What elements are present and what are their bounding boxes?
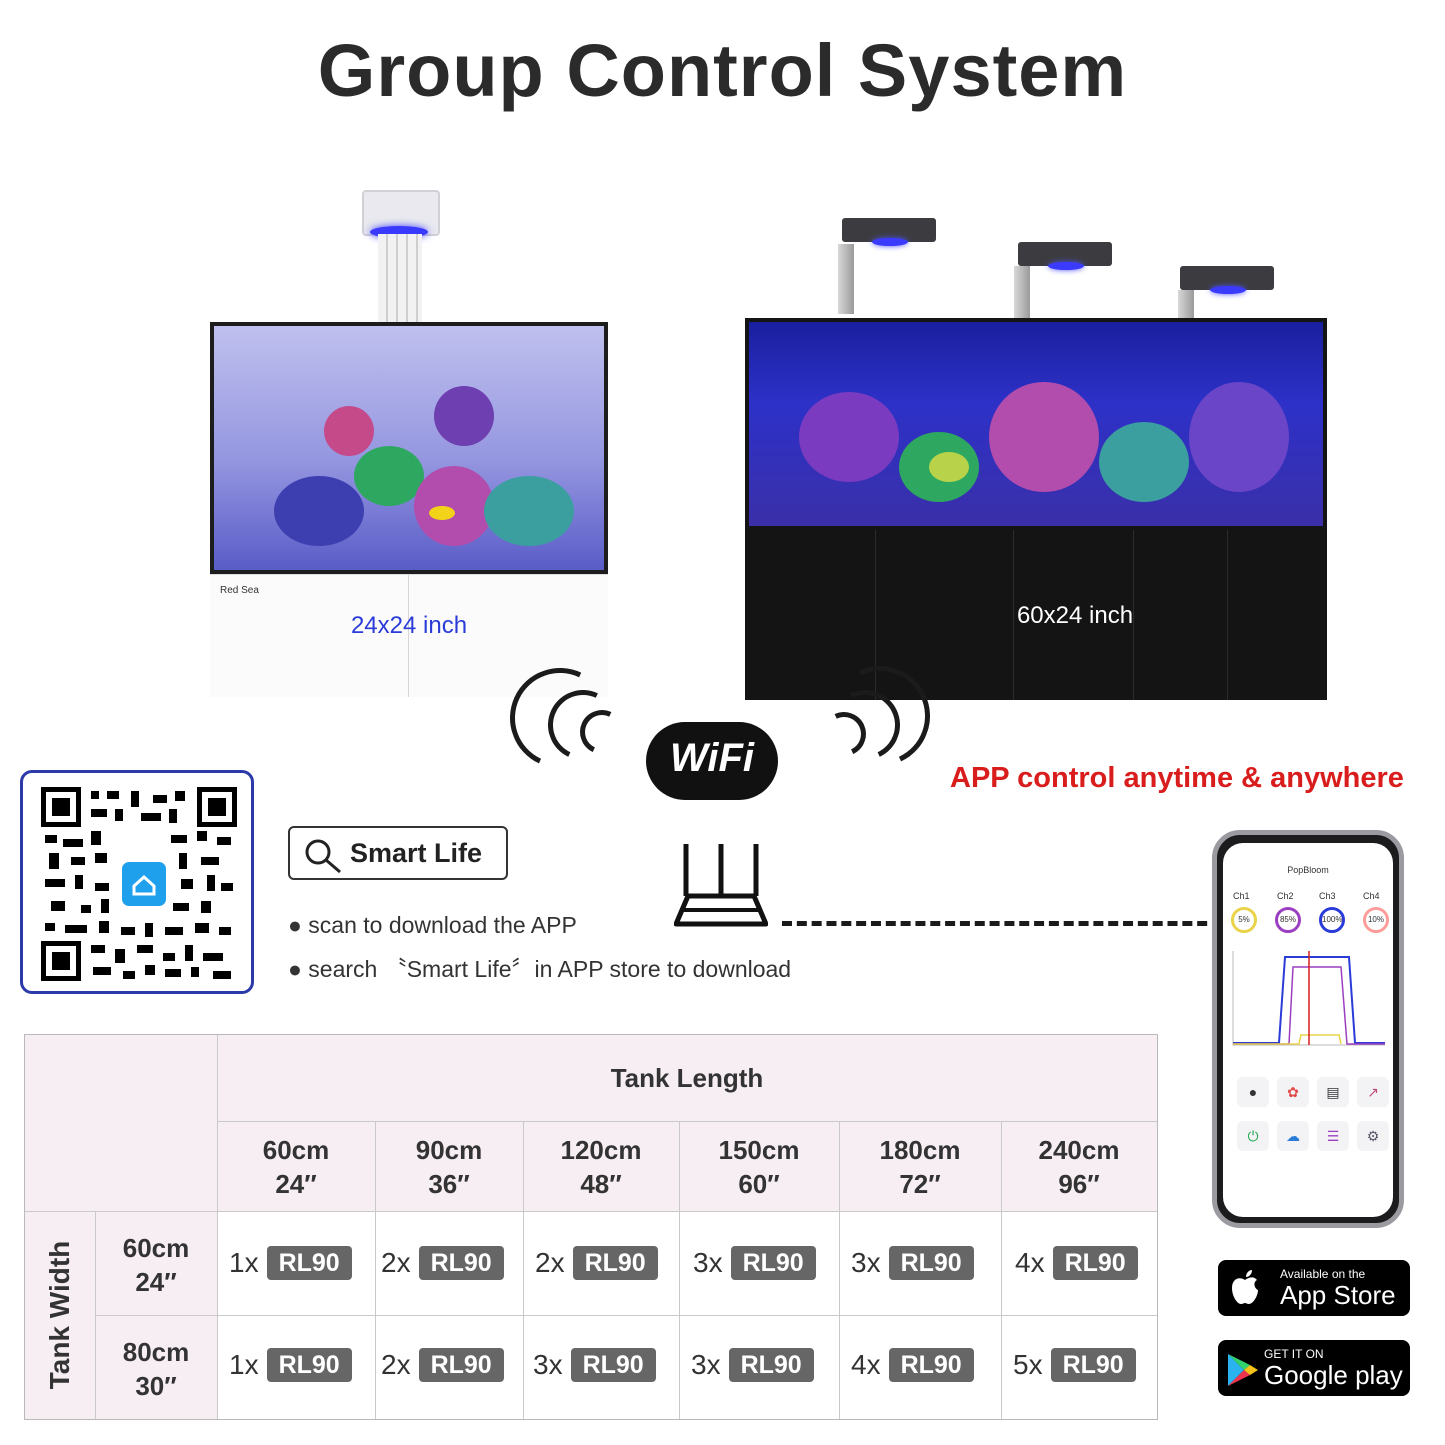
google-play-big-text: Google play [1264, 1360, 1403, 1390]
phone-mockup: PopBloom Ch1 Ch2 Ch3 Ch4 5% 85% 100% 10%… [1212, 830, 1404, 1228]
channel-ring[interactable]: 85% [1275, 907, 1301, 933]
light-mount-image [378, 234, 422, 326]
app-store-badge[interactable]: Available on the App Store [1218, 1260, 1410, 1316]
settings-icon[interactable]: ⚙ [1357, 1121, 1389, 1151]
connection-line [782, 921, 1222, 926]
moon-icon[interactable]: ● [1237, 1077, 1269, 1107]
column-group-header: Tank Length [610, 1063, 764, 1093]
aquarium-light-image [1180, 266, 1274, 294]
document-icon[interactable]: ▤ [1317, 1077, 1349, 1107]
channel-ring[interactable]: 5% [1231, 907, 1257, 933]
channel-label: Ch2 [1277, 891, 1294, 901]
apple-icon [1230, 1268, 1260, 1311]
aquarium-right-image [745, 318, 1327, 530]
smart-life-search-box[interactable]: Smart Life [288, 826, 508, 880]
page-title: Group Control System [317, 29, 1128, 112]
tank-right-size-label: 60x24 inch [1016, 602, 1134, 629]
app-store-big-text: App Store [1280, 1280, 1396, 1310]
search-label: Smart Life [350, 838, 483, 868]
tank-width-label: Tank Width [44, 1240, 75, 1390]
table-header-background [25, 1035, 1157, 1211]
coral-icon[interactable]: ✿ [1277, 1077, 1309, 1107]
channel-label: Ch3 [1319, 891, 1336, 901]
qr-pattern [41, 787, 237, 981]
channel-ring[interactable]: 100% [1319, 907, 1345, 933]
google-play-badge[interactable]: GET IT ON Google play [1218, 1340, 1410, 1396]
aquarium-light-image [1018, 242, 1112, 270]
qr-code[interactable] [20, 770, 254, 994]
cabinet-left [210, 574, 608, 697]
aquarium-light-image [362, 190, 440, 238]
cloud-icon[interactable]: ☁ [1277, 1121, 1309, 1151]
schedule-graph[interactable] [1229, 947, 1387, 1051]
sliders-icon[interactable]: ☰ [1317, 1121, 1349, 1151]
phone-screen: PopBloom Ch1 Ch2 Ch3 Ch4 5% 85% 100% 10%… [1223, 843, 1393, 1217]
channel-ring[interactable]: 10% [1363, 907, 1389, 933]
app-title: PopBloom [1287, 865, 1329, 875]
channel-label: Ch4 [1363, 891, 1380, 901]
search-icon [304, 838, 344, 879]
row-group-header: Tank Width [25, 1211, 95, 1419]
brand-logo: Red Sea [220, 585, 259, 596]
channel-label: Ch1 [1233, 891, 1250, 901]
lamp-leg [838, 244, 854, 314]
wifi-label: WiFi [669, 736, 755, 780]
aquarium-left-image [210, 322, 608, 574]
wifi-icon: WiFi [646, 722, 778, 800]
instruction-search: ● search 〝Smart Life〞in APP store to dow… [288, 956, 792, 982]
instruction-scan: ● scan to download the APP [288, 912, 577, 938]
app-store-small-text: Available on the [1280, 1267, 1366, 1281]
cabinet-right [745, 530, 1327, 700]
google-play-small-text: GET IT ON [1264, 1347, 1324, 1361]
smart-life-app-icon [119, 859, 169, 909]
power-icon[interactable]: ⏻ [1237, 1121, 1269, 1151]
app-tagline: APP control anytime & anywhere [950, 762, 1404, 794]
aquarium-light-image [842, 218, 936, 246]
google-play-icon [1226, 1352, 1260, 1393]
router-icon [673, 840, 769, 930]
chart-icon[interactable]: ↗ [1357, 1077, 1389, 1107]
tank-left-size-label: 24x24 inch [350, 612, 468, 639]
